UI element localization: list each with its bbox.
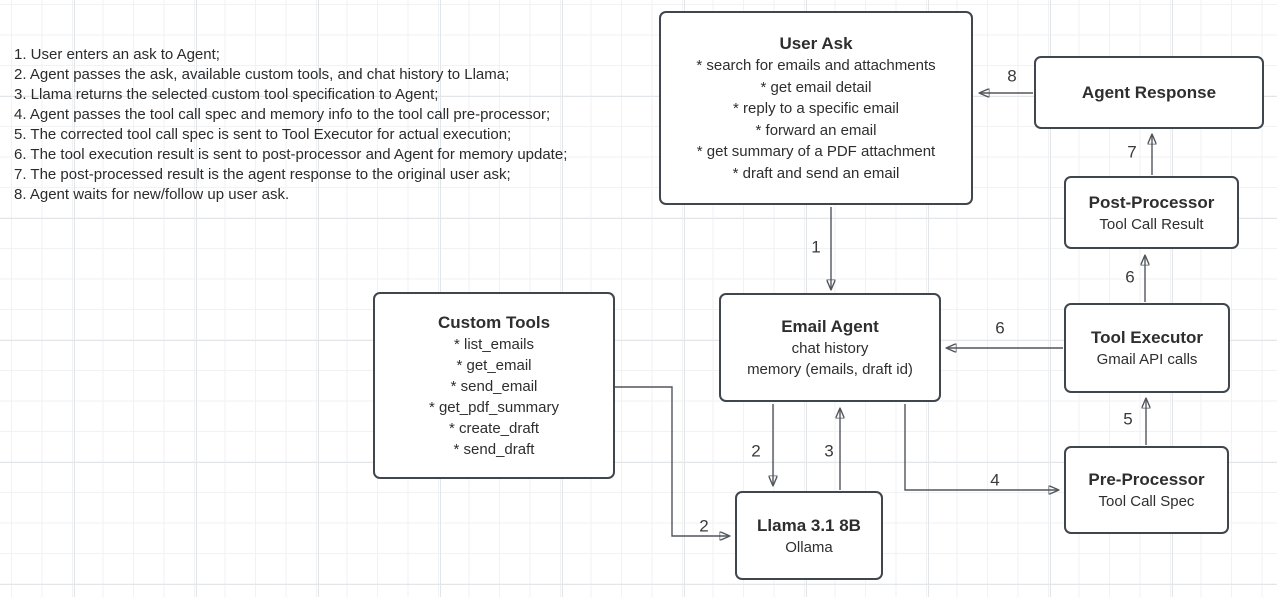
edge-label-6v: 6 xyxy=(1125,267,1135,287)
node-title: Llama 3.1 8B xyxy=(757,515,861,535)
edge-label-4: 4 xyxy=(990,470,1000,490)
node-line: * list_emails xyxy=(453,336,535,353)
node-title: Custom Tools xyxy=(437,313,551,332)
node-title: Pre-Processor xyxy=(1088,470,1205,489)
node-line: * create_draft xyxy=(448,420,540,437)
node-line: memory (emails, draft id) xyxy=(747,361,913,378)
note-line: 5. The corrected tool call spec is sent … xyxy=(14,126,512,143)
node-agent-response[interactable]: Agent Response xyxy=(1034,56,1264,129)
node-line: chat history xyxy=(791,340,869,357)
node-email-agent[interactable]: Email Agent chat history memory (emails,… xyxy=(719,293,941,402)
node-custom-tools[interactable]: Custom Tools * list_emails * get_email *… xyxy=(373,292,615,479)
node-line: * get email detail xyxy=(760,78,872,96)
edge-label-3: 3 xyxy=(824,441,834,461)
edge-label-7: 7 xyxy=(1127,142,1137,162)
edge-label-2: 2 xyxy=(751,441,761,461)
node-line: Ollama xyxy=(785,538,833,556)
note-line: 6. The tool execution result is sent to … xyxy=(14,146,568,163)
note-line: 4. Agent passes the tool call spec and m… xyxy=(14,106,551,123)
edge-label-6h: 6 xyxy=(995,318,1005,338)
node-title: Email Agent xyxy=(781,317,879,336)
node-line: * forward an email xyxy=(755,121,877,139)
edge-label-8: 8 xyxy=(1007,66,1017,86)
node-line: Tool Call Result xyxy=(1099,215,1204,233)
note-line: 2. Agent passes the ask, available custo… xyxy=(14,66,510,83)
node-title: Post-Processor xyxy=(1088,192,1215,212)
node-user-ask[interactable]: User Ask * search for emails and attachm… xyxy=(659,11,973,205)
node-line: * search for emails and attachments xyxy=(696,57,936,74)
edge-2-custom-tools-to-llama xyxy=(615,386,729,536)
node-post-processor[interactable]: Post-Processor Tool Call Result xyxy=(1064,176,1239,249)
node-title: User Ask xyxy=(779,34,853,53)
node-pre-processor[interactable]: Pre-Processor Tool Call Spec xyxy=(1064,446,1229,534)
note-line: 8. Agent waits for new/follow up user as… xyxy=(14,186,290,203)
edge-4-email-agent-to-pre-processor xyxy=(904,404,1058,490)
node-line: * get_pdf_summary xyxy=(428,399,560,416)
edge-label-2b: 2 xyxy=(699,516,709,536)
note-line: 3. Llama returns the selected custom too… xyxy=(14,86,439,103)
edge-label-5: 5 xyxy=(1123,409,1133,429)
node-line: * get_email xyxy=(456,357,532,374)
node-title: Agent Response xyxy=(1081,83,1217,102)
node-line: * get summary of a PDF attachment xyxy=(696,143,936,160)
node-line: * send_draft xyxy=(453,441,535,458)
edge-label-1: 1 xyxy=(811,237,821,257)
note-line: 1. User enters an ask to Agent; xyxy=(14,46,220,63)
process-notes: 1. User enters an ask to Agent; 2. Agent… xyxy=(14,45,567,205)
node-tool-executor[interactable]: Tool Executor Gmail API calls xyxy=(1064,303,1230,393)
node-line: * reply to a specific email xyxy=(733,100,899,117)
node-line: Gmail API calls xyxy=(1096,351,1198,368)
node-llama[interactable]: Llama 3.1 8B Ollama xyxy=(735,491,883,580)
node-line: * send_email xyxy=(450,378,538,395)
note-line: 7. The post-processed result is the agen… xyxy=(14,166,511,183)
node-line: Tool Call Spec xyxy=(1098,493,1195,510)
node-title: Tool Executor xyxy=(1090,328,1204,347)
node-line: * draft and send an email xyxy=(732,164,900,182)
